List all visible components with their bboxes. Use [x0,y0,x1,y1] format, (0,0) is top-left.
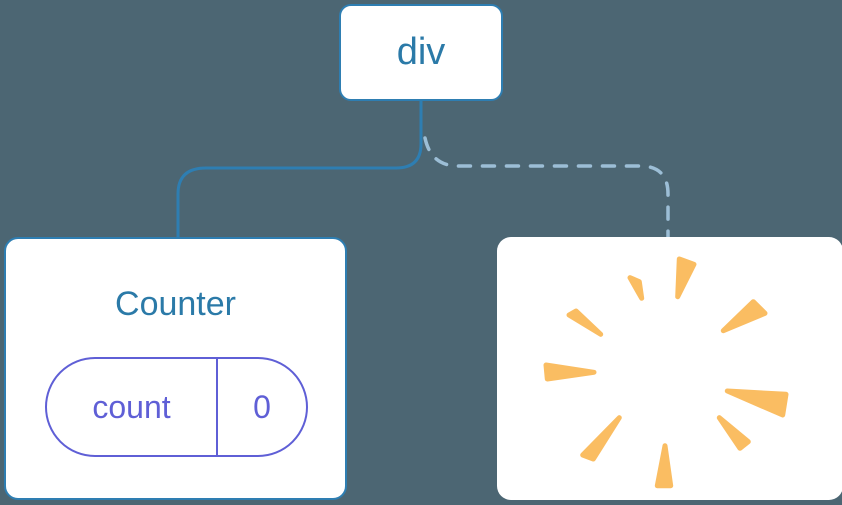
poof-icon [543,256,789,489]
root-node: div [339,4,503,101]
edge-dashed [423,136,670,240]
state-key: count [92,388,171,425]
root-label: div [396,31,446,73]
counter-node: Counter count 0 [4,237,347,500]
edge-solid [176,99,423,240]
state-value: 0 [216,359,306,455]
removed-node [497,237,842,500]
counter-title: Counter [115,285,236,323]
state-pill: count 0 [45,357,308,457]
